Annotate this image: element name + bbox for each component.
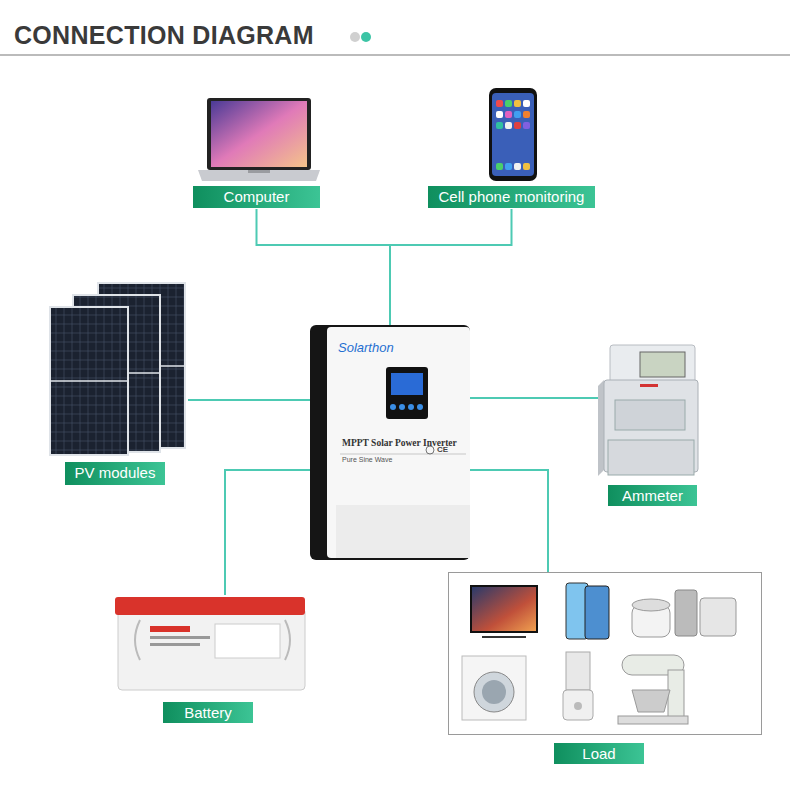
wire-connector [470,470,548,572]
node-label: Computer [193,186,320,208]
app-icon [514,122,521,129]
app-icon [523,100,530,107]
app-icon [514,100,521,107]
mixer-column [668,670,684,720]
display-bezel [386,367,428,419]
wire-connector [470,397,598,399]
waveform-note: Pure Sine Wave [342,456,392,463]
control-button [390,404,396,410]
diagram-title: CONNECTION DIAGRAM [14,21,314,50]
panel-frame [49,306,129,456]
node-label: PV modules [65,462,165,485]
app-icon [514,163,521,170]
app-icon [523,122,530,129]
battery-lid [115,597,305,615]
mixer-bowl [632,690,670,712]
app-icon [496,163,503,170]
app-icon [505,122,512,129]
header-dot [350,32,360,42]
blender-knob [574,702,582,710]
brand-name: Solarthon [338,340,394,355]
inverter-node: SolarthonMPPT Solar Power InverterPure S… [310,325,470,560]
meter-indicator [640,384,658,387]
node-label: Ammeter [608,485,697,506]
connector-group [188,209,598,595]
laptop-screen [211,101,307,167]
solar-panel [51,308,127,454]
app-icon [523,163,530,170]
node-label: Battery [163,702,253,723]
inverter-cover [336,505,470,558]
terminal-block [608,440,694,475]
battery-stripe [150,626,190,632]
blender-jar [566,652,590,690]
washer-drum [482,680,506,704]
juicer [675,590,697,636]
app-icon [496,111,503,118]
battery-handle [285,620,290,660]
laptop-base [198,170,320,181]
phone-screen [492,93,534,176]
battery-sticker [215,624,280,658]
device-node: PV modules [48,283,188,486]
mixer-base [618,716,688,724]
meter-plate [615,400,685,430]
battery-print [150,636,210,639]
inverter-body [310,325,470,560]
food-processor [700,598,736,636]
washer-body [462,656,526,720]
tv-screen [472,587,536,631]
washer-door [474,672,514,712]
app-icon [496,122,503,129]
battery-case [118,608,305,690]
wire-connector [225,470,310,595]
app-icon [523,111,530,118]
laptop-notch [248,170,270,173]
control-button [417,404,423,410]
mark-text: CE [437,445,448,454]
node-label: Load [554,743,644,764]
lcd-screen [391,373,423,395]
wire-connector [257,209,391,325]
wire-connector [188,399,310,401]
app-icon [505,111,512,118]
battery-handle [135,620,140,660]
node-label: Cell phone monitoring [428,186,595,208]
meter-lcd [640,352,685,377]
device-node: Computer [193,95,320,209]
wire-connector [390,209,512,325]
tv-stand [482,636,526,638]
panel-split [51,380,127,382]
app-icon [505,163,512,170]
meter-side [598,380,604,476]
load-box: Load [448,572,762,735]
header-dot [361,32,371,42]
app-icon [514,111,521,118]
app-icon [505,100,512,107]
blender-base [563,690,593,720]
device-node: Battery [115,595,305,723]
inverter-face [327,327,470,558]
app-icon [496,100,503,107]
header-rule [0,54,790,56]
laptop-bezel [207,98,311,170]
phone-front [585,586,609,639]
battery-print [150,643,200,646]
cooker-lid [632,599,670,611]
control-button [399,404,405,410]
phone-body [489,88,537,181]
device-node: Cell phone monitoring [428,86,595,209]
control-button [408,404,414,410]
tv-frame [470,585,538,633]
device-node: Ammeter [598,345,700,506]
